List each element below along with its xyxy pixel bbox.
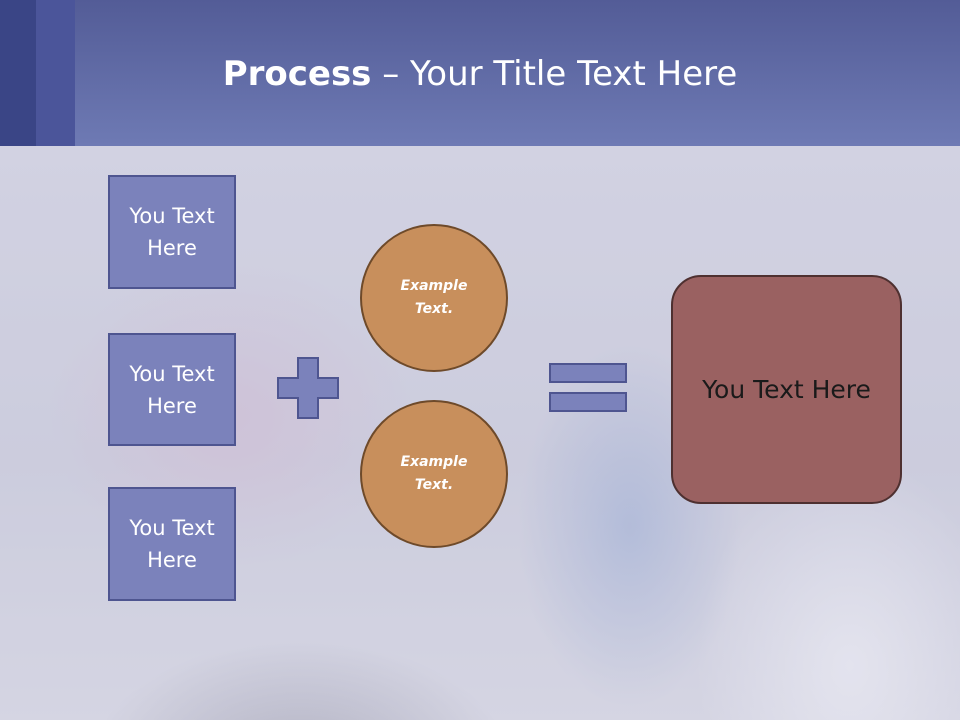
input-box-3[interactable]: You Text Here <box>108 487 236 601</box>
input-box-2-label: You Text Here <box>129 361 215 418</box>
example-circle-2-label: Example Text. <box>400 454 468 493</box>
plus-icon[interactable] <box>277 357 339 419</box>
example-circle-1[interactable]: Example Text. <box>360 224 508 372</box>
header-accent-mid <box>36 0 75 146</box>
slide-title[interactable]: Process – Your Title Text Here <box>0 50 960 98</box>
equals-icon-top-bar[interactable] <box>549 363 627 383</box>
input-box-2[interactable]: You Text Here <box>108 333 236 446</box>
input-box-1[interactable]: You Text Here <box>108 175 236 289</box>
equals-icon-bottom-bar[interactable] <box>549 392 627 412</box>
result-box-label: You Text Here <box>702 375 871 404</box>
title-bold-part: Process <box>222 54 372 94</box>
example-circle-2[interactable]: Example Text. <box>360 400 508 548</box>
result-box[interactable]: You Text Here <box>671 275 902 504</box>
header-accent-dark <box>0 0 36 146</box>
title-bar: Process – Your Title Text Here <box>0 0 960 146</box>
input-box-1-label: You Text Here <box>129 204 215 260</box>
title-regular-part: – Your Title Text Here <box>371 54 738 94</box>
example-circle-1-label: Example Text. <box>400 278 468 317</box>
input-box-3-label: You Text Here <box>129 516 215 572</box>
